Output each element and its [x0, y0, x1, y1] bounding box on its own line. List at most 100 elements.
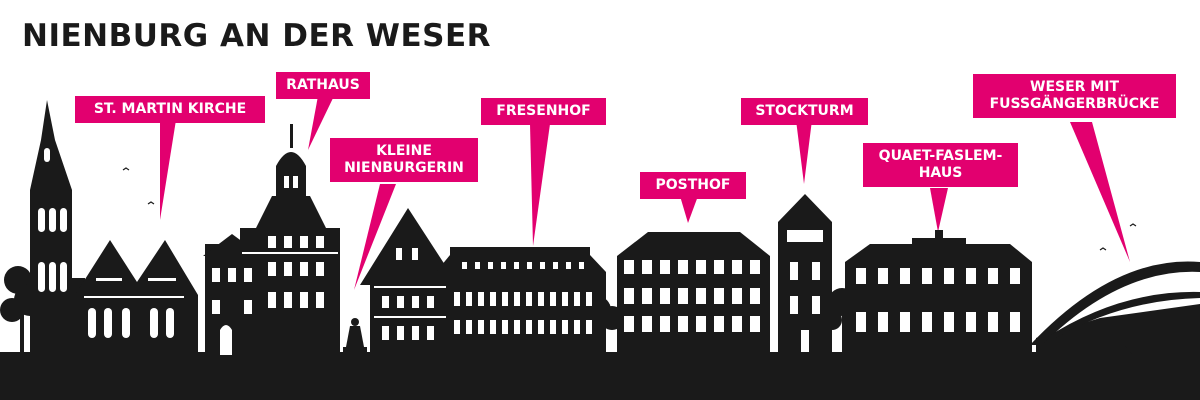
bird-2 — [147, 201, 155, 205]
label-st-martin-kirche: ST. MARTIN KIRCHE — [75, 96, 265, 123]
window — [732, 316, 742, 332]
window — [586, 320, 592, 334]
posthof-windows — [624, 260, 760, 332]
window — [462, 262, 467, 269]
window — [562, 320, 568, 334]
window — [966, 268, 976, 284]
window — [696, 288, 706, 304]
boat — [1125, 346, 1170, 354]
window — [624, 316, 634, 332]
label-weser-fussgaengerbruecke: WESER MIT FUSSGÄNGERBRÜCKE — [973, 74, 1176, 118]
quaet-faslem-windows — [856, 268, 1020, 332]
window — [501, 262, 506, 269]
window — [553, 262, 558, 269]
pointer-fresenhof — [530, 124, 550, 246]
pointer-rathaus — [308, 96, 334, 150]
window — [660, 260, 670, 274]
window — [660, 288, 670, 304]
window — [475, 262, 480, 269]
window — [660, 316, 670, 332]
window — [574, 320, 580, 334]
window — [526, 292, 532, 306]
window — [1010, 312, 1020, 332]
window — [642, 288, 652, 304]
window — [878, 268, 888, 284]
window — [750, 288, 760, 304]
window — [478, 320, 484, 334]
window — [466, 320, 472, 334]
window — [502, 292, 508, 306]
weser-bridge — [1030, 261, 1200, 355]
pointer-posthof — [680, 196, 698, 223]
window — [538, 320, 544, 334]
pointer-st-martin — [160, 120, 176, 220]
window — [642, 316, 652, 332]
kleine-nienburgerin-statue — [343, 318, 367, 353]
window — [988, 312, 998, 332]
window — [1010, 268, 1020, 284]
window — [566, 262, 571, 269]
window — [922, 312, 932, 332]
window — [514, 262, 519, 269]
stockturm-windows — [787, 230, 823, 352]
half-timber-frame — [374, 248, 446, 340]
window — [900, 268, 910, 284]
window — [538, 292, 544, 306]
gable-windows — [84, 278, 184, 338]
bird-3 — [1129, 223, 1137, 227]
window — [550, 320, 556, 334]
window — [714, 316, 724, 332]
label-stockturm: STOCKTURM — [741, 98, 868, 125]
ground — [0, 352, 1200, 400]
window — [750, 316, 760, 332]
window — [488, 262, 493, 269]
window — [878, 312, 888, 332]
window — [732, 288, 742, 304]
window — [579, 262, 584, 269]
fresenhof-windows — [454, 262, 592, 334]
window — [624, 288, 634, 304]
label-fresenhof: FRESENHOF — [481, 98, 606, 125]
window — [527, 262, 532, 269]
window — [678, 288, 688, 304]
window — [944, 312, 954, 332]
rathaus-building — [203, 124, 340, 355]
window — [856, 312, 866, 332]
label-rathaus: RATHAUS — [276, 72, 370, 99]
window — [714, 288, 724, 304]
bird-4 — [1099, 247, 1107, 251]
window — [696, 260, 706, 274]
window — [574, 292, 580, 306]
label-posthof: POSTHOF — [640, 172, 746, 199]
window — [944, 268, 954, 284]
label-kleine-nienburgerin: KLEINE NIENBURGERIN — [330, 138, 478, 182]
window — [502, 320, 508, 334]
birds — [122, 167, 1137, 251]
window — [490, 320, 496, 334]
window — [514, 320, 520, 334]
posthof-building — [617, 232, 770, 355]
church-windows — [38, 148, 67, 292]
pointer-quaet — [930, 188, 948, 232]
window — [562, 292, 568, 306]
window — [586, 292, 592, 306]
window — [624, 260, 634, 274]
label-quaet-faslem-haus: QUAET-FASLEM- HAUS — [863, 143, 1018, 187]
window — [922, 268, 932, 284]
callout-pointers — [160, 96, 1130, 290]
window — [478, 292, 484, 306]
window — [966, 312, 976, 332]
window — [454, 320, 460, 334]
quaet-faslem-haus — [845, 230, 1032, 355]
window — [526, 320, 532, 334]
half-timbered-house — [360, 208, 458, 355]
bird-1 — [122, 167, 130, 171]
window — [732, 260, 742, 274]
window — [490, 292, 496, 306]
rathaus-windows — [212, 176, 338, 355]
pointer-kleine — [354, 184, 396, 290]
window — [696, 316, 706, 332]
pointer-stockturm — [796, 120, 812, 184]
